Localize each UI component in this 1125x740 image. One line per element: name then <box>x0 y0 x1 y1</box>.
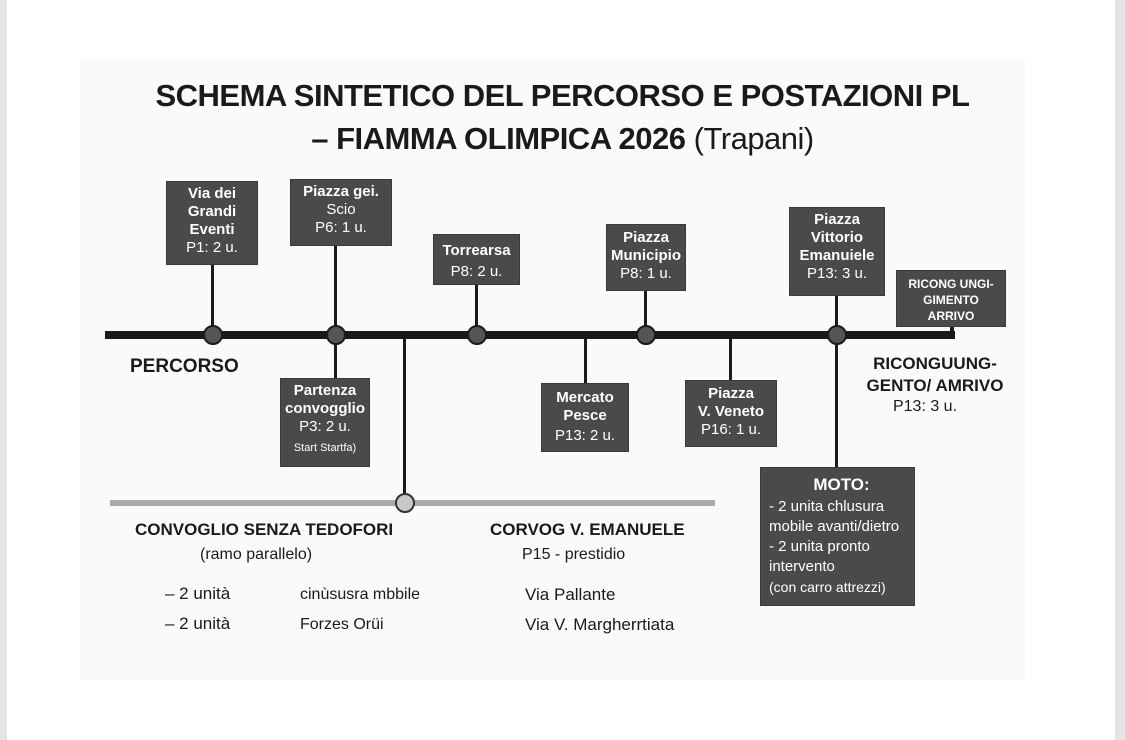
corvog-title: CORVOG V. EMANUELE <box>490 520 685 539</box>
arrival-box: RICONG UNGI- GIMENTO ARRIVO <box>896 270 1006 327</box>
connector <box>584 335 587 383</box>
route-node <box>827 325 847 345</box>
corvog-street: Via V. Margherrtiata <box>525 615 675 634</box>
station-name: Piazza gei. <box>303 183 379 200</box>
moto-box: MOTO: - 2 unita chlusura mobile avanti/d… <box>760 467 915 606</box>
frame-right <box>1115 0 1125 740</box>
station-name: Pesce <box>563 407 607 424</box>
arrival-label: ARRIVO <box>927 309 975 323</box>
convoy-desc: cinùsusra mbbile <box>300 586 421 603</box>
arrival-text-1: RICONGUUNG- <box>873 354 997 373</box>
station-piazza-veneto: Piazza V. Veneto P16: 1 u. <box>685 380 777 447</box>
title-line-1: SCHEMA SINTETICO DEL PERCORSO E POSTAZIO… <box>155 78 970 113</box>
moto-line: (con carro attrezzi) <box>769 579 886 595</box>
connector <box>835 335 838 467</box>
station-note: Start Startfa) <box>293 442 357 454</box>
connector <box>334 335 337 380</box>
arrival-post: P13: 3 u. <box>892 398 958 415</box>
station-name: Municipio <box>611 247 681 264</box>
station-name: Vittorio <box>810 229 864 246</box>
route-node <box>326 325 346 345</box>
connector <box>835 296 838 336</box>
station-partenza-convoglio: Partenza convogglio P3: 2 u. Start Start… <box>280 378 370 467</box>
moto-line: - 2 unita pronto <box>769 538 870 555</box>
convoy-subtitle: (ramo parallelo) <box>200 546 313 563</box>
station-torrearsa: Torrearsa P8: 2 u. <box>433 234 520 285</box>
corvog-subtitle: P15 - prestidio <box>522 546 626 563</box>
frame-left <box>0 0 7 740</box>
title-city: (Trapani) <box>693 121 815 156</box>
station-post: P6: 1 u. <box>315 219 367 236</box>
station-name: Emanuiele <box>799 247 875 264</box>
title-bold: – FIAMMA OLIMPICA 2026 <box>311 121 686 156</box>
station-post: P3: 2 u. <box>299 418 351 435</box>
connector <box>475 285 478 335</box>
corvog-street: Via Pallante <box>525 585 616 604</box>
station-name: convogglio <box>285 400 365 417</box>
station-name: Torrearsa <box>442 242 511 259</box>
station-name: Piazza <box>708 385 754 402</box>
station-name: Grandi <box>187 203 237 220</box>
connector <box>334 246 337 336</box>
station-name: Eventi <box>189 221 235 238</box>
title-line-2: – FIAMMA OLIMPICA 2026 (Trapani) <box>0 121 1125 157</box>
connector <box>211 265 214 335</box>
connector <box>729 335 732 380</box>
connector <box>644 291 647 335</box>
convoy-title: CONVOGLIO SENZA TEDOFORI <box>135 520 394 539</box>
station-post: P13: 3 u. <box>806 265 868 282</box>
moto-line: intervento <box>769 558 835 575</box>
station-post: P13: 2 u. <box>554 427 616 444</box>
branch-node <box>395 493 415 513</box>
route-label: PERCORSO <box>130 356 239 377</box>
station-post: P1: 2 u. <box>186 239 238 256</box>
moto-line: mobile avanti/dietro <box>769 518 900 535</box>
convoy-count: – 2 unità <box>165 614 231 633</box>
arrival-text-2: GENTO/ AMRIVO <box>866 376 1004 395</box>
convoy-count: – 2 unità <box>165 584 231 603</box>
arrival-label: GIMENTO <box>923 293 979 307</box>
station-via-grandi-eventi: Via dei Grandi Eventi P1: 2 u. <box>166 181 258 265</box>
convoy-desc: Forzes Orüi <box>300 616 384 633</box>
station-name: Mercato <box>556 389 614 406</box>
station-name: Piazza <box>814 211 860 228</box>
station-post: P8: 2 u. <box>450 263 503 280</box>
route-end-connector <box>950 326 954 338</box>
station-name: Piazza <box>623 229 669 246</box>
moto-line: - 2 unita chlusura <box>769 498 885 515</box>
route-node <box>203 325 223 345</box>
station-piazza-scio: Piazza gei. Scio P6: 1 u. <box>290 179 392 246</box>
station-post: P16: 1 u. <box>700 421 762 438</box>
station-piazza-vittorio-emanuele: Piazza Vittorio Emanuiele P13: 3 u. <box>789 207 885 296</box>
station-mercato-pesce: Mercato Pesce P13: 2 u. <box>541 383 629 452</box>
branch-connector <box>403 335 406 495</box>
route-node <box>467 325 487 345</box>
station-post: P8: 1 u. <box>620 265 672 282</box>
route-node <box>636 325 656 345</box>
station-name: Partenza <box>293 382 357 399</box>
moto-title: MOTO: <box>813 475 870 494</box>
route-line <box>105 331 955 339</box>
station-name: Scio <box>326 201 356 218</box>
station-name: V. Veneto <box>697 403 765 420</box>
station-piazza-municipio: Piazza Municipio P8: 1 u. <box>606 224 686 291</box>
station-name: Via dei <box>187 185 237 202</box>
arrival-label: RICONG UNGI- <box>908 277 994 291</box>
